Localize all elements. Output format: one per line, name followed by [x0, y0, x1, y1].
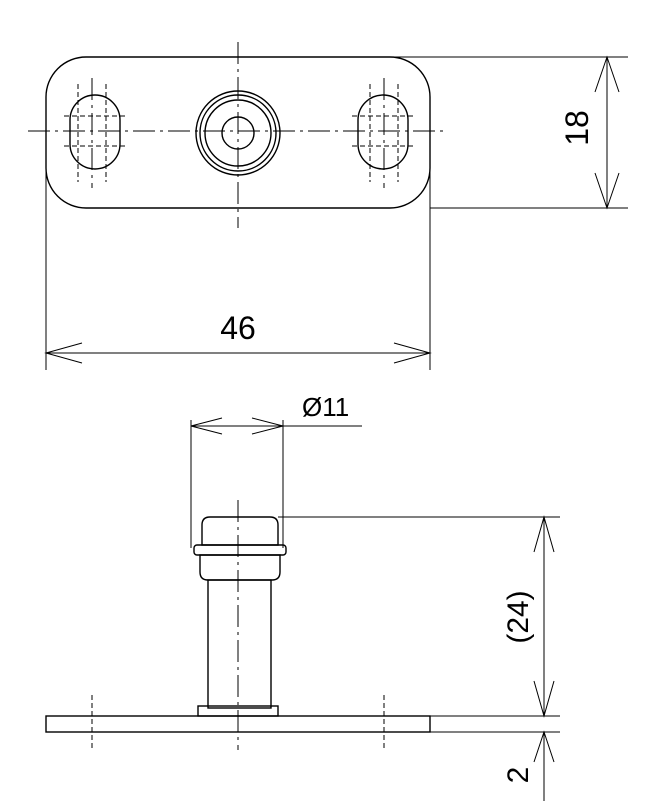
right-slot — [352, 78, 414, 188]
top-view: 18 46 — [28, 42, 628, 370]
post-height-dimension: (24) — [278, 515, 560, 718]
post-head — [193, 516, 287, 581]
width-dimension: 46 — [44, 170, 432, 370]
height-dimension-text: 18 — [559, 110, 595, 146]
plate-thickness-dimension: 2 — [430, 730, 560, 801]
height-dimension: 18 — [388, 55, 628, 210]
diameter-dimension-text: Ø11 — [302, 392, 349, 422]
center-boss — [195, 42, 281, 228]
plate-thickness-dimension-text: 2 — [502, 767, 535, 784]
post-shaft — [207, 579, 272, 709]
diameter-dimension: Ø11 — [190, 392, 362, 548]
side-view: Ø11 (24) 2 — [45, 392, 560, 801]
left-slot — [64, 78, 126, 188]
post-height-dimension-text: (24) — [502, 590, 535, 643]
width-dimension-text: 46 — [220, 310, 256, 346]
